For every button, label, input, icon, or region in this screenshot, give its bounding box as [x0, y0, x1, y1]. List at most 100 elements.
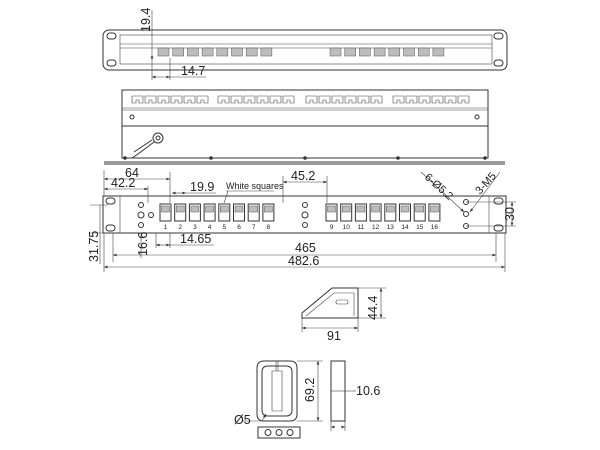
port-white-square [430, 205, 439, 213]
top-port-square [245, 47, 258, 57]
port-white-square [400, 205, 410, 213]
port-jack [233, 203, 245, 222]
rear-clip [444, 95, 457, 104]
rear-clip [217, 95, 230, 104]
port-jack [262, 203, 275, 222]
dim-64-label: 64 [125, 166, 139, 180]
port-white-square [386, 205, 395, 213]
rear-clip [183, 95, 196, 104]
rear-view [104, 89, 505, 165]
rear-clip [370, 95, 383, 104]
port-jack [159, 203, 172, 222]
front-port-row-right [325, 203, 441, 222]
port-jack [325, 203, 338, 222]
rear-clip [269, 95, 282, 104]
port-jack [428, 203, 441, 222]
front-port-row-left [159, 203, 275, 222]
rear-clip [305, 95, 318, 104]
dim-14-65-label: 14.65 [180, 232, 211, 246]
top-port-square [231, 47, 243, 57]
top-port-square [403, 47, 415, 57]
rear-clip [431, 95, 444, 104]
port-number-label: 9 [330, 224, 334, 231]
rear-clip [157, 95, 170, 104]
rear-clip [131, 95, 144, 104]
dim-31-75-label: 31.75 [87, 231, 101, 262]
dim-19-4-label: 19.4 [139, 8, 153, 32]
port-number-label: 4 [208, 224, 212, 231]
rear-clip [344, 95, 357, 104]
dim-45-2-label: 45.2 [291, 169, 315, 183]
port-number-label: 1 [164, 224, 168, 231]
port-white-square [175, 205, 185, 213]
top-port-square [373, 47, 386, 57]
top-port-square [359, 47, 371, 57]
port-jack [413, 203, 426, 222]
port-white-square [161, 205, 170, 213]
top-port-square [187, 47, 199, 57]
top-port-square [432, 47, 445, 57]
port-white-square [234, 205, 244, 213]
top-port-square [172, 47, 184, 57]
top-port-square [344, 47, 356, 57]
port-white-square [371, 205, 380, 213]
dim-14-7-label: 14.7 [181, 64, 205, 78]
port-number-label: 14 [401, 224, 409, 231]
dim-42-2-label: 42.2 [111, 176, 135, 190]
rear-clip [331, 95, 344, 104]
rear-clip [282, 95, 295, 104]
port-jack [340, 203, 353, 222]
rear-clip [318, 95, 331, 104]
top-port-square [216, 47, 229, 57]
port-white-square [341, 205, 351, 213]
rear-clip [196, 95, 209, 104]
top-port-square [329, 47, 342, 57]
port-jack [174, 203, 187, 222]
dim-holes-label: 6-Ø5.2 [422, 171, 455, 202]
dim-465-label: 465 [295, 241, 316, 255]
port-number-label: 5 [222, 224, 226, 231]
port-white-square [264, 205, 273, 213]
rear-clip [405, 95, 418, 104]
bracket-detail: 44.4 91 [301, 287, 386, 343]
note-white-squares: White squares [226, 181, 284, 191]
port-number-label: 2 [178, 224, 182, 231]
dim-screws-label: 3-M5 [473, 170, 499, 197]
top-port-square [157, 47, 170, 57]
port-white-square [205, 205, 214, 213]
top-port-row-right [329, 47, 445, 57]
dim-16-6-label: 16.6 [136, 232, 150, 256]
ground-terminal [152, 132, 164, 144]
port-number-label: 15 [416, 224, 424, 231]
top-port-square [388, 47, 401, 57]
port-white-square [249, 205, 258, 213]
rear-clip [357, 95, 370, 104]
top-port-row-left [157, 47, 273, 57]
port-white-square [327, 205, 336, 213]
dim-69-2-label: 69.2 [303, 378, 317, 402]
dim-dia5-label: Ø5 [234, 413, 251, 427]
port-number-label: 8 [267, 224, 271, 231]
dim-10-6-label: 10.6 [356, 384, 380, 398]
port-jack [203, 203, 216, 222]
port-jack [354, 203, 367, 222]
top-view: 19.4 14.7 [102, 8, 508, 80]
dim-30-label: 30 [503, 207, 517, 221]
port-number-label: 7 [252, 224, 256, 231]
rear-clip [230, 95, 243, 104]
port-white-square [220, 205, 229, 213]
dim-482-6-label: 482.6 [288, 254, 319, 268]
port-jack [369, 203, 382, 222]
port-number-label: 13 [387, 224, 395, 231]
port-number-label: 16 [431, 224, 439, 231]
port-jack [384, 203, 397, 222]
top-port-square [260, 47, 273, 57]
port-jack [399, 203, 411, 222]
dim-91-label: 91 [327, 329, 341, 343]
rear-clip [144, 95, 157, 104]
port-white-square [415, 205, 424, 213]
port-number-label: 12 [372, 224, 380, 231]
